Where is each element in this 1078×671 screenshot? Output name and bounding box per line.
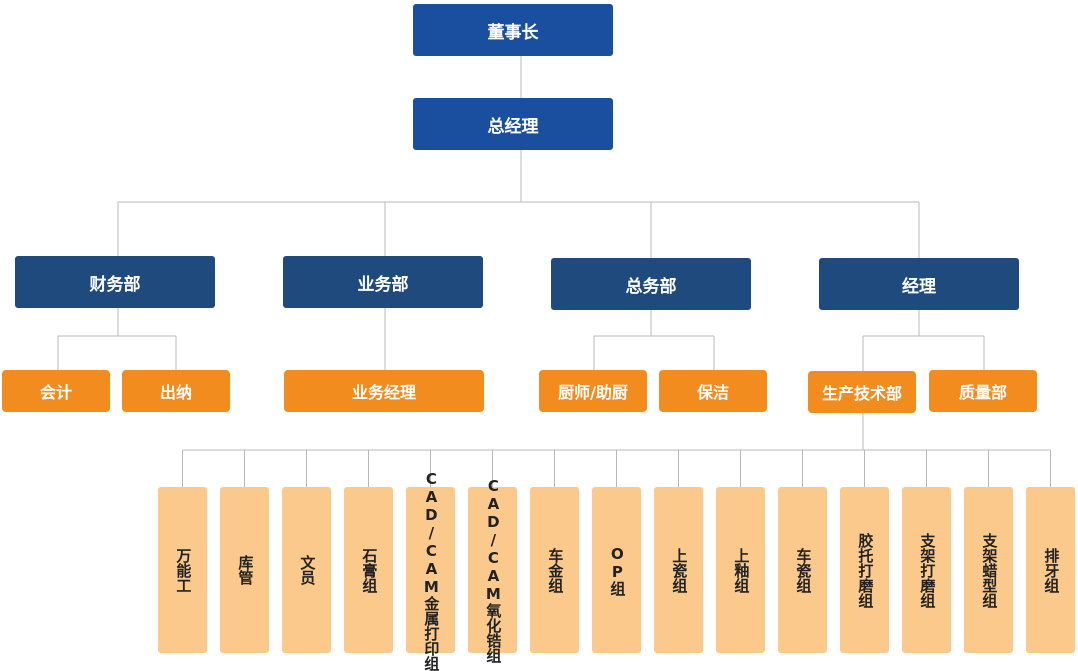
node-accounting: 会计 [2, 370, 110, 412]
node-production-tech-dept: 生产技术部 [808, 371, 916, 413]
node-manager: 经理 [819, 258, 1019, 310]
node-team: 胶托打磨组 [840, 487, 889, 653]
node-quality-dept: 质量部 [929, 370, 1037, 412]
node-team: 车金组 [530, 487, 579, 653]
node-team: 车瓷组 [778, 487, 827, 653]
node-team: CAD/CAM氧化锆组 [468, 477, 517, 663]
node-chairman: 董事长 [413, 4, 613, 56]
node-team: 排牙组 [1026, 487, 1075, 653]
node-team: 上釉组 [716, 487, 765, 653]
node-business-manager: 业务经理 [284, 370, 484, 412]
node-general-affairs-dept: 总务部 [551, 258, 751, 310]
node-cashier: 出纳 [122, 370, 230, 412]
node-cleaning: 保洁 [659, 370, 767, 412]
node-chef-assistant: 厨师/助厨 [539, 370, 647, 412]
node-team: 石膏组 [344, 487, 393, 653]
node-team: 支架打磨组 [902, 487, 951, 653]
node-business-dept: 业务部 [283, 256, 483, 308]
node-team: 上瓷组 [654, 487, 703, 653]
node-team: CAD/CAM金属打印组 [406, 470, 455, 671]
node-finance-dept: 财务部 [15, 256, 215, 308]
node-general-manager: 总经理 [413, 98, 613, 150]
node-team: 文员 [282, 487, 331, 653]
node-team: 支架蜡型组 [964, 487, 1013, 653]
node-team: 万能工 [158, 487, 207, 653]
node-team: OP组 [592, 487, 641, 653]
node-team: 库管 [220, 487, 269, 653]
